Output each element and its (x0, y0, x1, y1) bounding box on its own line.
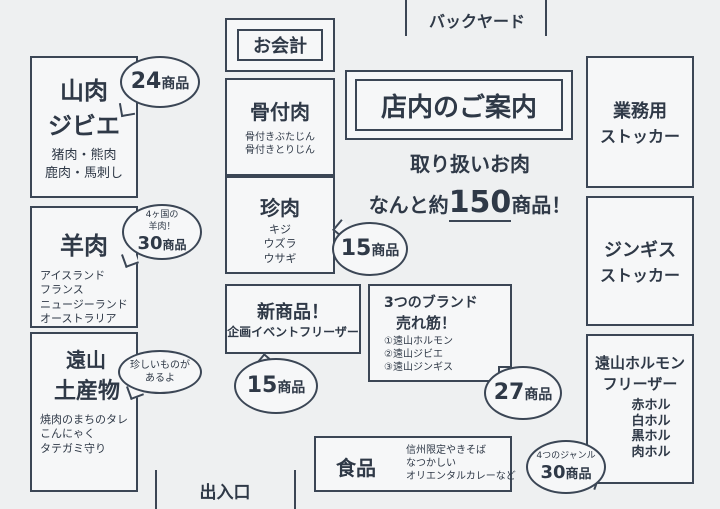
headline-number: 150 (448, 185, 512, 222)
souvenir-section: 遠山 土産物 焼肉のまちのタレ こんにゃく タテガミ守り (30, 332, 138, 492)
new-products-title: 新商品！ (257, 301, 329, 323)
lamb-item-3: ニュージーランド (40, 297, 128, 311)
brands-title2: 売れ筋！ (396, 313, 457, 332)
new-products-section: 新商品！ 企画イベントフリーザー (225, 284, 361, 354)
lamb-item-1: アイスランド (40, 269, 106, 282)
headline-prefix: なんと約 (368, 193, 449, 217)
food-item-2: なつかしい (406, 458, 456, 469)
lamb-title: 羊肉 (60, 232, 108, 260)
hormone-bubble-note: 4つのジャンル (536, 451, 596, 462)
yamaniku-title1: 山肉 (60, 77, 108, 106)
business-stocker-section: 業務用 ストッカー (586, 56, 694, 188)
lamb-bubble-note1: 4ヶ国の (145, 210, 179, 221)
title-sign-outer: 店内のご案内 (345, 70, 573, 140)
brands-item-3: ③遠山ジンギス (384, 362, 453, 374)
hormone-count-bubble: 4つのジャンル 30商品 (526, 440, 606, 494)
brands-unit: 商品 (524, 386, 553, 403)
brands-title1: 3つのブランド (384, 295, 478, 311)
rare-meat-item-2: ウズラ (263, 237, 297, 251)
new-products-count: 15 (246, 372, 278, 398)
entrance-label: 出入口 (199, 483, 251, 503)
entrance-wall-left (155, 470, 157, 509)
brands-count: 27 (493, 379, 525, 405)
yamaniku-item1: 猪肉・熊肉 (51, 148, 117, 164)
title-sign-inner: 店内のご案内 (355, 79, 563, 131)
bone-meat-section: 骨付肉 骨付きぶたじん 骨付きとりじん (225, 78, 335, 176)
bone-meat-item-2: 骨付きとりじん (245, 145, 315, 156)
jingisu-stocker-line1: ジンギス (604, 240, 676, 261)
backyard-label: バックヤード (428, 12, 525, 31)
hormone-item-1: 赤ホル (631, 398, 671, 413)
rare-count-bubble: 15商品 (332, 222, 408, 276)
headline-suffix: 商品！ (511, 193, 572, 217)
brands-item-2: ②遠山ジビエ (384, 349, 443, 361)
checkout-sign: お会計 (237, 29, 323, 61)
headline-line1: 取り扱いお肉 (410, 152, 530, 176)
souvenir-item-1: 焼肉のまちのタレ (40, 413, 128, 426)
hormone-title1: 遠山ホルモン (594, 354, 685, 372)
food-item-1: 信州限定やきそば (406, 445, 486, 456)
souvenir-bubble-line2: あるよ (145, 373, 175, 384)
checkout-label: お会計 (253, 36, 307, 57)
brands-section: 3つのブランド 売れ筋！ ①遠山ホルモン ②遠山ジビエ ③遠山ジンギス (368, 284, 512, 382)
hormone-count: 30 (540, 461, 566, 483)
rare-meat-item-1: キジ (269, 223, 291, 236)
hormone-item-4: 肉ホル (631, 444, 671, 460)
hormone-freezer-section: 遠山ホルモン フリーザー 赤ホル 白ホル 黒ホル 肉ホル (586, 334, 694, 484)
brands-item-1: ①遠山ホルモン (384, 336, 453, 348)
business-stocker-line2: ストッカー (599, 127, 680, 146)
hormone-item-2: 白ホル (631, 413, 671, 429)
rare-meat-section: 珍肉 キジ ウズラ ウサギ (225, 176, 335, 274)
food-section: 食品 信州限定やきそば なつかしい オリエンタルカレーなど (314, 436, 516, 492)
new-products-unit: 商品 (277, 379, 306, 396)
brands-count-bubble: 27商品 (484, 366, 562, 420)
souvenir-bubble-line1: 珍しいものが (130, 360, 190, 371)
hormone-unit: 商品 (565, 466, 592, 482)
bone-meat-item-1: 骨付きぶたじん (245, 132, 315, 143)
rare-count: 15 (340, 235, 372, 261)
lamb-item-4: オーストラリア (40, 311, 117, 325)
food-item-3: オリエンタルカレーなど (406, 471, 516, 482)
page-title: 店内のご案内 (380, 92, 537, 123)
backyard-wall-right (545, 0, 547, 36)
business-stocker-line1: 業務用 (613, 101, 667, 122)
yamaniku-bubble-tail (118, 100, 136, 118)
rare-unit: 商品 (371, 242, 400, 259)
new-products-sub: 企画イベントフリーザー (227, 324, 359, 339)
headline-line2: なんと約150商品！ (355, 185, 585, 222)
jingisu-stocker-line2: ストッカー (599, 266, 680, 285)
hormone-item-3: 黒ホル (631, 429, 671, 445)
hormone-title2: フリーザー (602, 375, 678, 393)
souvenir-bubble: 珍しいものが あるよ (118, 350, 202, 394)
yamaniku-title2: ジビエ (48, 112, 120, 141)
lamb-bubble-note2: 羊肉！ (148, 222, 176, 233)
yamaniku-count: 24 (130, 68, 162, 94)
headline: 取り扱いお肉 なんと約150商品！ (355, 148, 585, 222)
food-items: 信州限定やきそば なつかしい オリエンタルカレーなど (406, 444, 516, 483)
yamaniku-item2: 鹿肉・馬刺し (44, 166, 123, 181)
rare-meat-title: 珍肉 (260, 196, 300, 220)
lamb-count-bubble: 4ヶ国の 羊肉！ 30商品 (122, 204, 202, 260)
lamb-unit: 商品 (162, 237, 187, 252)
souvenir-item-3: タテガミ守り (40, 441, 106, 455)
yamaniku-unit: 商品 (161, 75, 190, 92)
yamaniku-count-bubble: 24商品 (120, 56, 200, 108)
checkout-area: お会計 (225, 18, 335, 72)
food-title: 食品 (336, 456, 376, 480)
bone-meat-title: 骨付肉 (250, 100, 310, 124)
souvenir-title1: 遠山 (66, 348, 106, 372)
backyard-wall-left (405, 0, 407, 36)
rare-meat-item-3: ウサギ (263, 251, 297, 265)
lamb-item-2: フランス (40, 283, 84, 297)
new-products-count-bubble: 15商品 (234, 358, 318, 414)
entrance-wall-right (294, 470, 296, 509)
lamb-section: 羊肉 アイスランド フランス ニュージーランド オーストラリア (30, 206, 138, 328)
souvenir-title2: 土産物 (54, 379, 121, 404)
jingisu-stocker-section: ジンギス ストッカー (586, 196, 694, 326)
lamb-count: 30 (137, 232, 163, 254)
souvenir-item-2: こんにゃく (40, 427, 95, 441)
